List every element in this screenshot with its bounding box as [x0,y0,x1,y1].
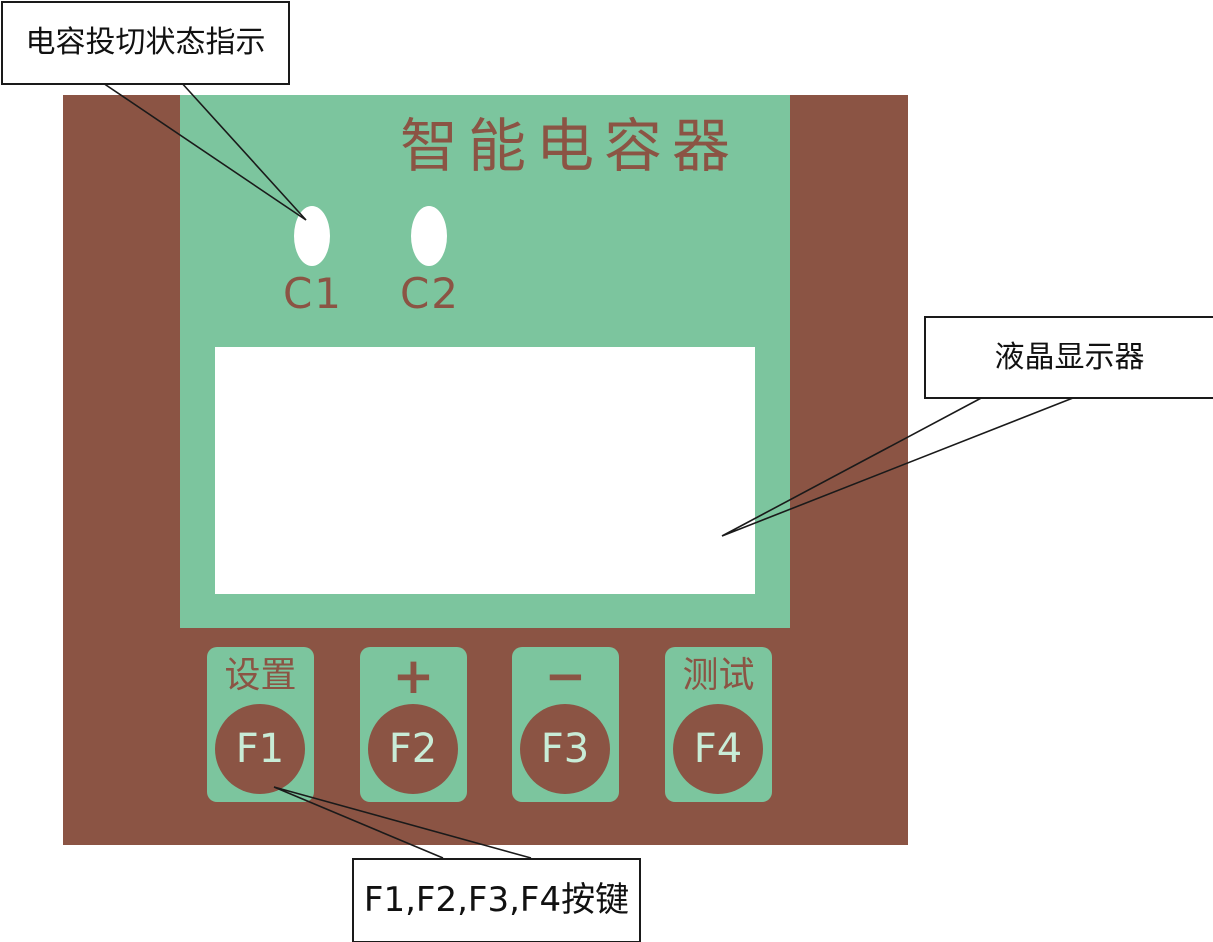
led-c2-indicator [411,206,447,266]
key-f1-block[interactable]: 设置 F1 [207,647,314,802]
callout-function-keys: F1,F2,F3,F4按键 [352,858,641,942]
callout-lcd-display: 液晶显示器 [924,316,1213,399]
key-f2-button[interactable]: F2 [368,704,458,794]
device-title: 智能电容器 [400,112,741,180]
key-f3-label: − [544,647,587,705]
key-f4-label: 测试 [682,655,755,696]
key-f3-button[interactable]: F3 [520,704,610,794]
key-f1-button[interactable]: F1 [215,704,305,794]
key-f2-block[interactable]: + F2 [360,647,467,802]
led-c1-label: C1 [282,269,344,318]
led-c1-indicator [294,206,330,266]
key-f4-button[interactable]: F4 [673,704,763,794]
key-f1-label: 设置 [224,655,297,696]
lcd-display [215,347,755,594]
key-f3-block[interactable]: − F3 [512,647,619,802]
key-f2-label: + [392,647,435,705]
key-f4-block[interactable]: 测试 F4 [665,647,772,802]
led-c2-label: C2 [399,269,461,318]
callout-led-indicator: 电容投切状态指示 [1,1,290,85]
